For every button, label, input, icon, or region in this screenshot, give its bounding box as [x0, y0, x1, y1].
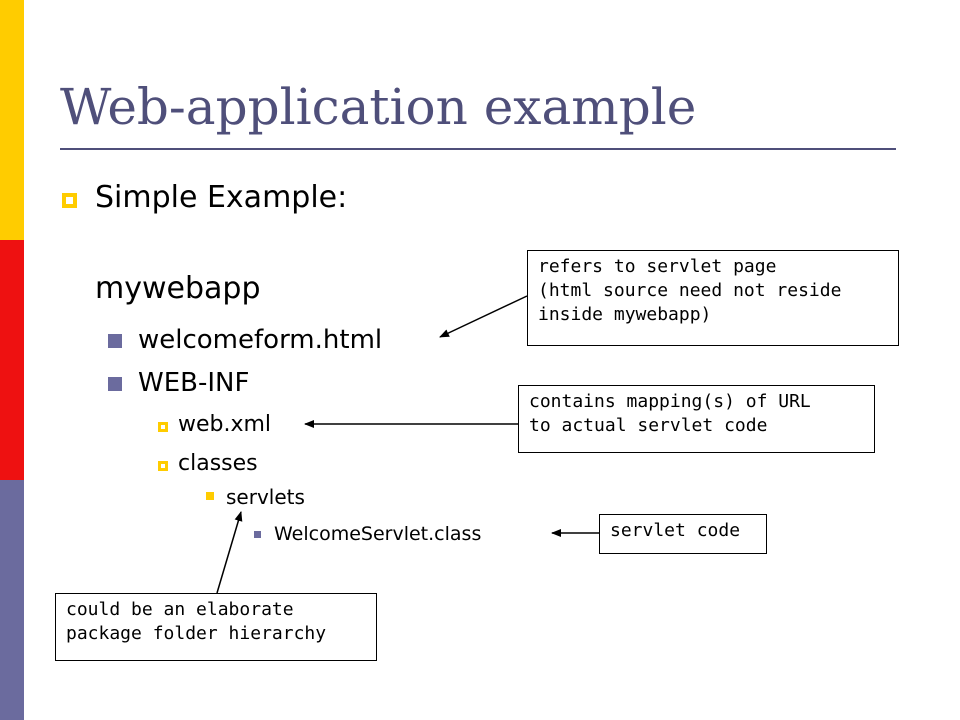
title-underline [60, 148, 896, 150]
left-stripe-red [0, 240, 24, 480]
callout-line: refers to servlet page [538, 256, 777, 277]
folder-web-inf: WEB-INF [138, 368, 250, 398]
callout-package-hierarchy: could be an elaborate package folder hie… [55, 593, 377, 661]
slide-title: Web-application example [60, 78, 697, 136]
folder-mywebapp: mywebapp [95, 271, 261, 306]
callout-line: inside mywebapp) [538, 304, 712, 325]
square-bullet-icon [206, 492, 214, 500]
callout-line: to actual servlet code [529, 415, 768, 436]
left-stripe-blue [0, 480, 24, 720]
hollow-square-bullet-icon [158, 422, 168, 432]
square-bullet-icon [254, 531, 261, 538]
callout-refers-to-servlet-page: refers to servlet page (html source need… [527, 250, 899, 346]
arrow-to-servlets [216, 511, 243, 594]
folder-servlets: servlets [226, 485, 305, 509]
hollow-square-bullet-icon [62, 193, 77, 208]
callout-line: contains mapping(s) of URL [529, 391, 811, 412]
folder-classes: classes [178, 451, 258, 476]
bullet-simple-example: Simple Example: [95, 180, 348, 215]
left-stripe-yellow [0, 0, 24, 240]
file-welcomeservlet-class: WelcomeServlet.class [274, 523, 482, 545]
callout-line: package folder hierarchy [66, 623, 327, 644]
callout-line: could be an elaborate [66, 599, 294, 620]
file-web-xml: web.xml [178, 412, 272, 437]
callout-url-mapping: contains mapping(s) of URL to actual ser… [518, 385, 875, 453]
square-bullet-icon [108, 377, 122, 391]
callout-line: servlet code [610, 520, 741, 541]
file-welcomeform-html: welcomeform.html [138, 325, 383, 355]
callout-servlet-code: servlet code [599, 514, 767, 554]
arrow-to-welcomeform [439, 295, 528, 338]
hollow-square-bullet-icon [158, 461, 168, 471]
square-bullet-icon [108, 334, 122, 348]
callout-line: (html source need not reside [538, 280, 842, 301]
